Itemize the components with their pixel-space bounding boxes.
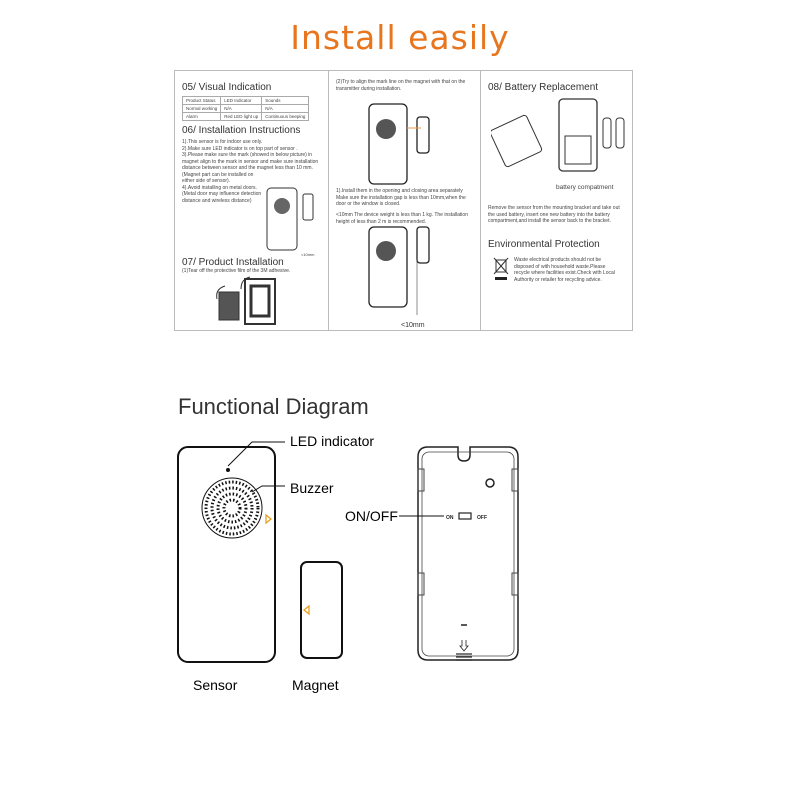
manual-column-2: (2)Try to align the mark line on the mag… bbox=[329, 71, 481, 330]
install-text: 1).Install them in the opening and closi… bbox=[336, 188, 466, 207]
product-installation-heading: 07/ Product Installation bbox=[182, 257, 284, 268]
sensor-front bbox=[177, 446, 276, 663]
switch-on-label: ON bbox=[446, 515, 454, 521]
led-indicator-label: LED indicator bbox=[290, 433, 374, 449]
product-installation-text: (1)Tear off the protective film of the 3… bbox=[182, 268, 291, 274]
led-indicator-dot bbox=[226, 468, 230, 472]
table-cell: Alarm bbox=[181, 112, 222, 121]
sensor-back: ON OFF bbox=[417, 446, 519, 661]
peel-film-sketch bbox=[216, 276, 276, 325]
arrow-down-icon bbox=[459, 640, 469, 652]
led-leader-line bbox=[227, 441, 285, 467]
visual-indication-table: Product Status LED Indicator Sounds Norm… bbox=[181, 96, 310, 121]
manual-panels: 05/ Visual Indication Product Status LED… bbox=[174, 70, 633, 331]
battery-heading: 08/ Battery Replacement bbox=[488, 82, 599, 93]
magnet bbox=[300, 561, 343, 659]
crossed-bin-icon bbox=[493, 257, 509, 280]
sensor-label: Sensor bbox=[193, 677, 238, 693]
battery-text: Remove the sensor from the mounting brac… bbox=[488, 205, 620, 224]
page-title: Install easily bbox=[290, 18, 510, 57]
alignment-mark-icon bbox=[265, 513, 273, 525]
manual-column-1: 05/ Visual Indication Product Status LED… bbox=[175, 71, 329, 330]
magnet-label: Magnet bbox=[292, 677, 339, 693]
instruction-line: 3).Please make sure the mark (showed in … bbox=[182, 152, 319, 171]
battery-caption: battery compatment bbox=[556, 184, 614, 191]
table-row: Alarm Red LED light up Continuous beepin… bbox=[181, 112, 310, 121]
environment-text: Waste electrical products should not be … bbox=[514, 257, 615, 283]
instruction-line: 2).Make sure LED indicator is on top par… bbox=[182, 145, 298, 152]
weight-text: <10mm The device weight is less than 1 k… bbox=[336, 212, 468, 225]
environment-heading: Environmental Protection bbox=[488, 239, 600, 250]
buzzer-leader-line bbox=[251, 485, 285, 493]
alignment-text: (2)Try to align the mark line on the mag… bbox=[336, 79, 466, 92]
gap-label: <10mm bbox=[301, 252, 315, 257]
table-cell: Continuous beeping bbox=[261, 112, 310, 121]
alignment-mark-icon bbox=[302, 604, 310, 616]
functional-diagram-title: Functional Diagram bbox=[178, 394, 369, 419]
sensor-magnet-sketch: <10mm bbox=[266, 187, 315, 257]
installation-heading: 06/ Installation Instructions bbox=[182, 125, 301, 136]
switch-off-label: OFF bbox=[477, 515, 487, 521]
instruction-line: 1).This sensor is for indoor use only. bbox=[182, 139, 263, 145]
buzzer-label: Buzzer bbox=[290, 480, 334, 496]
manual-column-3: 08/ Battery Replacement battery compatme… bbox=[481, 71, 632, 330]
alignment-sketches: <10mm bbox=[368, 103, 430, 329]
battery-sketch bbox=[491, 98, 625, 172]
buzzer-grille bbox=[201, 477, 263, 539]
instruction-line: 4).Avoid installing on metal doors. (Met… bbox=[182, 184, 262, 204]
on-off-label: ON/OFF bbox=[345, 508, 398, 524]
on-off-switch[interactable] bbox=[458, 512, 472, 520]
instruction-line: (Magnet part can be installed on either … bbox=[182, 171, 254, 185]
visual-indication-heading: 05/ Visual Indication bbox=[182, 82, 272, 93]
gap-label: <10mm bbox=[401, 322, 425, 329]
